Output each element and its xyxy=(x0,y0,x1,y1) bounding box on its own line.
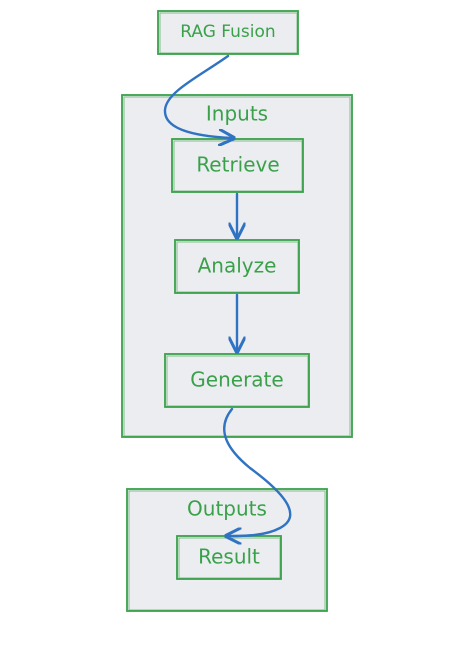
retrieve-node: Retrieve xyxy=(171,138,304,193)
outputs-group-label: Outputs xyxy=(187,497,267,521)
rag-fusion-node: RAG Fusion xyxy=(157,10,299,55)
inputs-group-label: Inputs xyxy=(206,102,268,126)
result-label: Result xyxy=(198,545,260,569)
analyze-node: Analyze xyxy=(174,239,300,294)
arrow-generate-to-result xyxy=(223,407,292,536)
retrieve-label: Retrieve xyxy=(196,153,279,177)
arrow-rag-fusion-to-retrieve xyxy=(163,54,232,138)
analyze-label: Analyze xyxy=(198,254,277,278)
generate-label: Generate xyxy=(190,368,283,392)
generate-node: Generate xyxy=(164,353,310,408)
result-node: Result xyxy=(176,535,282,580)
rag-fusion-label: RAG Fusion xyxy=(180,22,275,42)
